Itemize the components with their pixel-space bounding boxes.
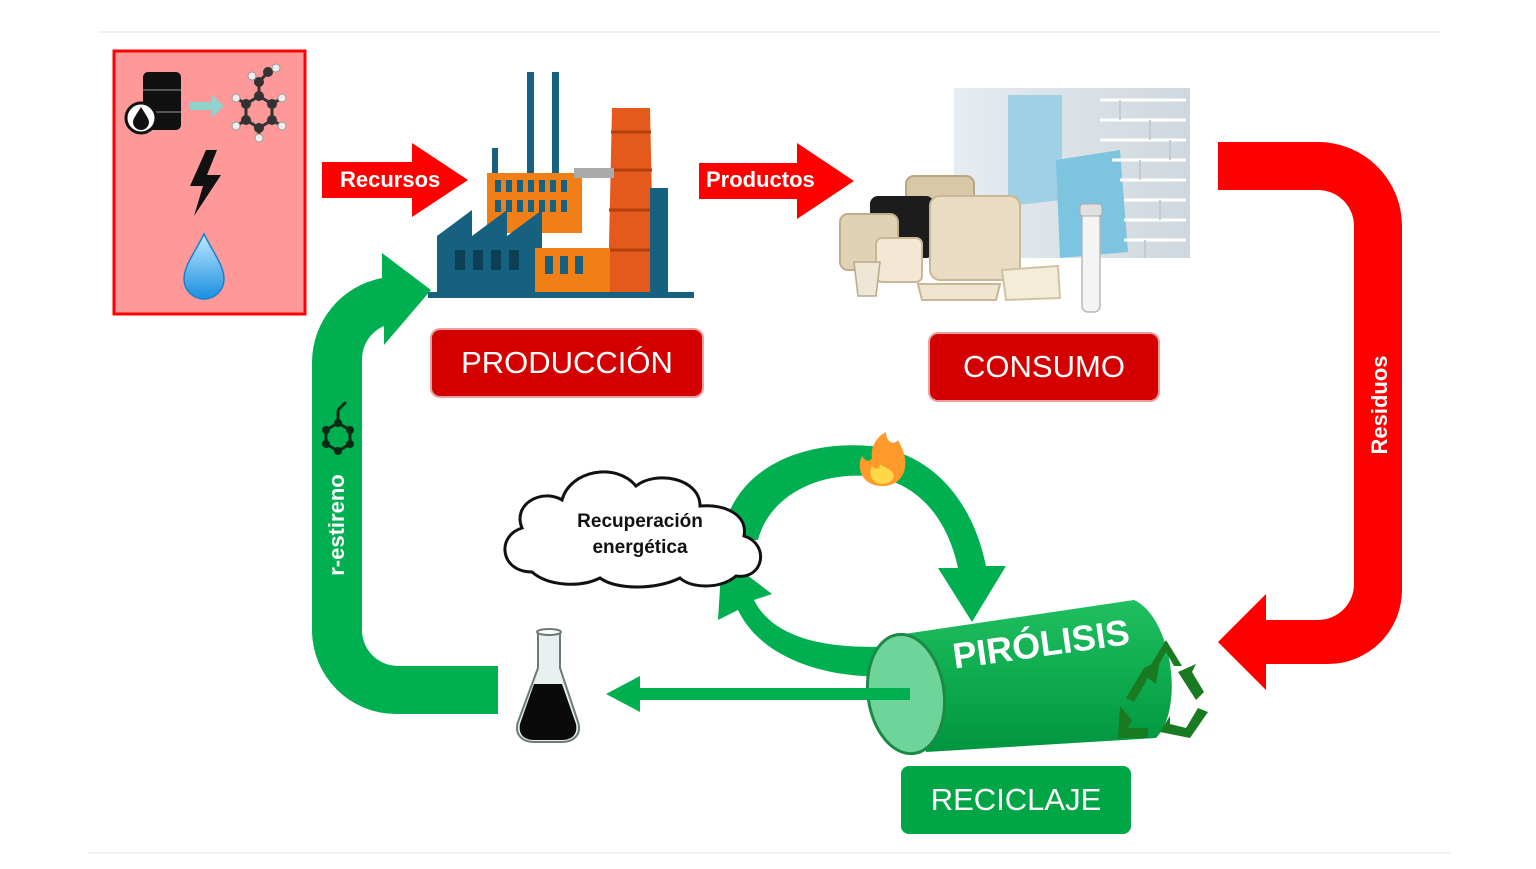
- consumption-label: CONSUMO: [930, 334, 1158, 400]
- waste-arrow: [1218, 142, 1402, 690]
- lightning-icon: [190, 150, 221, 216]
- energy-recovery-line1: Recuperación: [577, 511, 703, 532]
- pyrolysis-cycle-arrow-bottom: [718, 556, 896, 677]
- recycling-label: RECICLAJE: [901, 766, 1131, 834]
- pyrolysis-cycle-arrow-top: [722, 445, 1006, 622]
- cloud-icon: [503, 470, 762, 589]
- water-drop-icon: [183, 232, 225, 300]
- resources-arrow: [322, 143, 468, 217]
- styrene-molecule-icon: [231, 63, 287, 143]
- resources-arrow-label: Recursos: [340, 167, 441, 192]
- oil-barrel-icon: [124, 72, 181, 135]
- energy-recovery-label: Recuperación energética: [556, 509, 724, 561]
- r-styrene-arrow-label: r-estireno: [324, 474, 349, 576]
- eps-products-icon: [839, 88, 1190, 313]
- production-label: PRODUCCIÓN: [432, 330, 702, 396]
- products-arrow: [699, 143, 854, 219]
- energy-recovery-line2: energética: [592, 537, 688, 558]
- waste-arrow-label: Residuos: [1367, 355, 1392, 455]
- factory-icon: [428, 72, 694, 298]
- recycle-icon: [1118, 640, 1208, 738]
- flask-icon: [516, 628, 580, 743]
- oil-output-arrow: [606, 676, 910, 712]
- products-arrow-label: Productos: [706, 167, 815, 192]
- styrene-molecule-icon: [322, 400, 354, 455]
- fire-icon: [859, 432, 906, 486]
- resources-box: [112, 49, 307, 316]
